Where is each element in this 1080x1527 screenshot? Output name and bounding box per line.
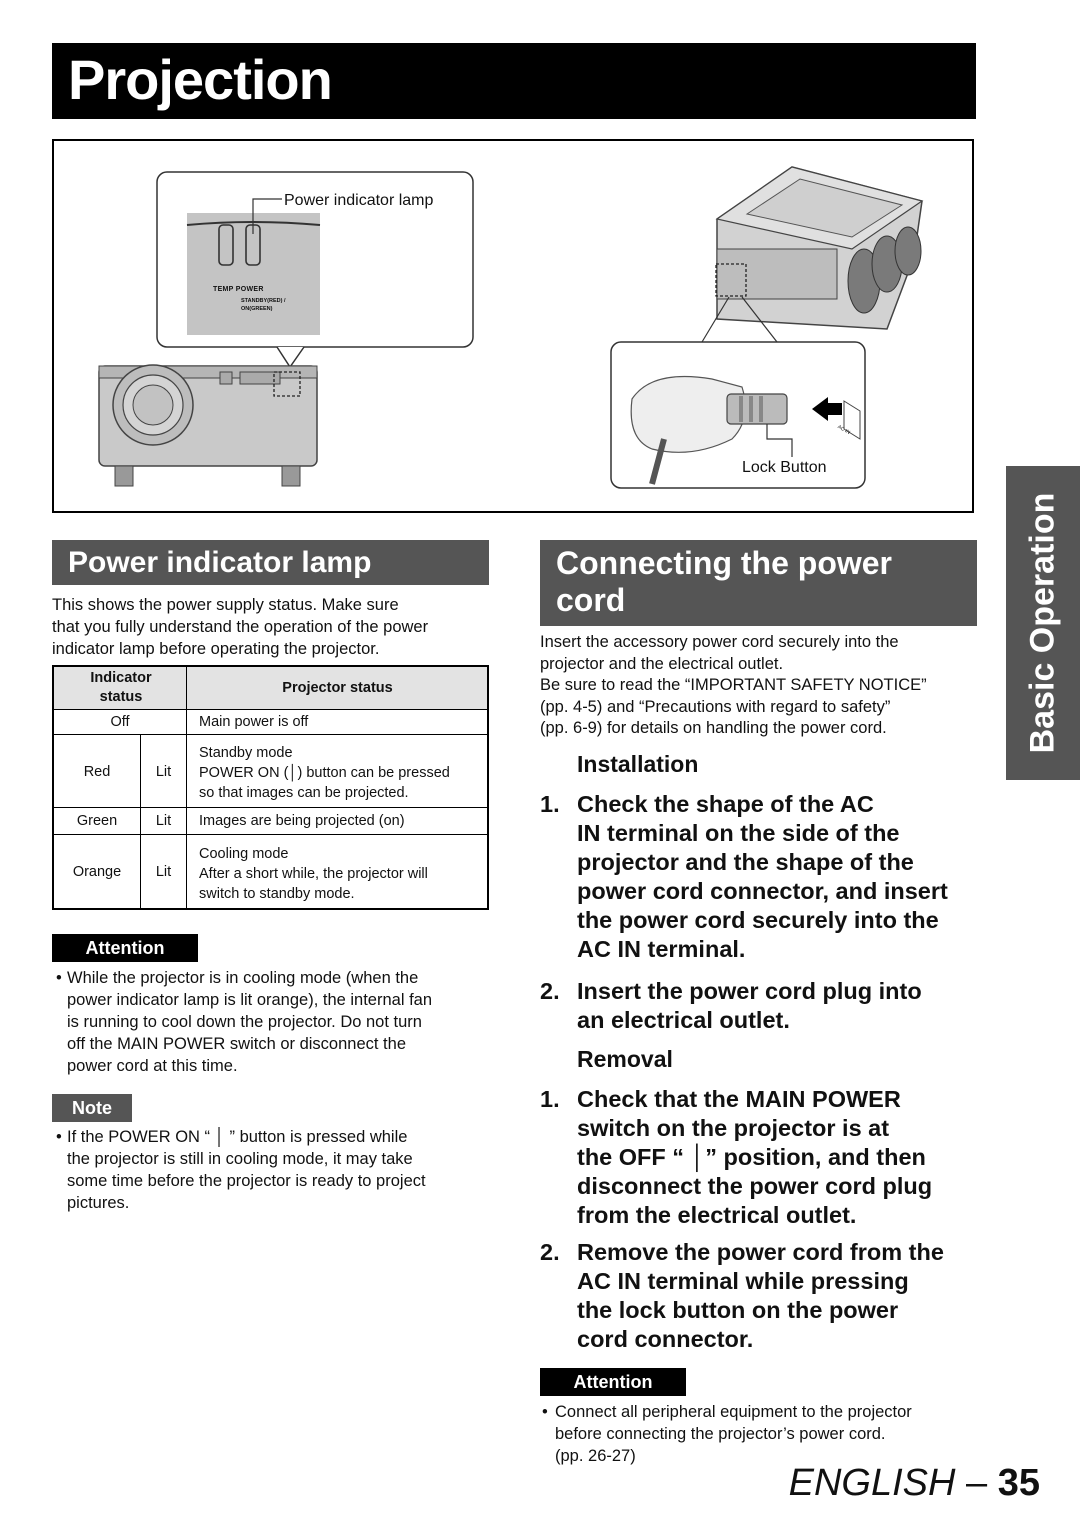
section-heading-power-cord: Connecting the power cord (540, 540, 977, 626)
removal-step-1: 1. Check that the MAIN POWER switch on t… (540, 1086, 933, 1228)
side-tab-label: Basic Operation (1023, 492, 1062, 754)
panel-standby-label: STANDBY(RED) / (241, 298, 286, 304)
note-label: Note (52, 1094, 132, 1122)
lock-button-callout-label: Lock Button (742, 459, 827, 476)
projector-side-icon (715, 166, 924, 330)
power-cord-intro: Insert the accessory power cord securely… (540, 633, 927, 737)
header-indicator-status: Indicator status (90, 670, 152, 705)
attention-text-left: • While the projector is in cooling mode… (56, 969, 433, 1075)
figure-frame (52, 139, 974, 513)
table-row-orange-status: Cooling mode After a short while, the pr… (199, 846, 428, 902)
header-projector-status: Projector status (282, 680, 393, 696)
table-row-red-color: Red (83, 764, 111, 780)
status-table: Indicator status Projector status Off Ma… (52, 665, 489, 910)
attention-label-right: Attention (540, 1368, 686, 1396)
section-heading-power-lamp: Power indicator lamp (52, 540, 489, 585)
panel-temp-label: TEMP (213, 286, 234, 293)
temp-lamp-icon (218, 224, 234, 266)
power-plug-icon (726, 393, 788, 425)
section-heading-power-lamp-text: Power indicator lamp (68, 546, 372, 579)
install-step-1: 1. Check the shape of the AC IN terminal… (540, 791, 948, 962)
page-title: Projection (68, 48, 333, 111)
page-footer: ENGLISH – 35 (789, 1462, 1040, 1505)
table-row-orange-color: Orange (72, 864, 122, 880)
table-row-green-color: Green (76, 813, 118, 829)
removal-heading: Removal (577, 1046, 673, 1072)
installation-heading: Installation (577, 751, 699, 777)
side-tab-basic-operation: Basic Operation (1006, 466, 1080, 780)
attention-label-left: Attention (52, 934, 198, 962)
status-table-header (54, 667, 487, 710)
section-heading-power-cord-line2: cord (556, 582, 626, 618)
ac-socket-icon (843, 400, 861, 440)
power-lamp-intro: This shows the power supply status. Make… (52, 596, 429, 658)
table-row-red-status: Standby mode POWER ON (│) button can be … (199, 745, 450, 801)
projector-illustration (98, 166, 924, 489)
table-row-off-color: Off (110, 714, 130, 730)
footer-language: ENGLISH (788, 1462, 956, 1504)
install-step-2: 2. Insert the power cord plug into an el… (540, 978, 922, 1033)
table-row-green-state: Lit (155, 813, 172, 829)
power-lamp-callout-label: Power indicator lamp (284, 192, 434, 209)
hand-icon (630, 376, 746, 453)
panel-power-label: POWER (235, 286, 264, 293)
table-row-orange-state: Lit (155, 864, 172, 880)
attention-text-right: • Connect all peripheral equipment to th… (542, 1403, 912, 1465)
section-heading-power-cord-line1: Connecting the power (556, 545, 892, 581)
footer-dash: – (966, 1462, 988, 1504)
page-title-bar: Projection (52, 43, 976, 119)
panel-on-label: ON(GREEN) (241, 306, 273, 312)
table-row-green-status: Images are being projected (on) (199, 813, 405, 829)
table-row-off-status: Main power is off (199, 714, 309, 730)
note-text: • If the POWER ON “ │ ” button is presse… (56, 1128, 426, 1212)
removal-step-2: 2. Remove the power cord from the AC IN … (540, 1239, 944, 1352)
insert-arrow-icon (812, 397, 842, 421)
table-row-red-state: Lit (155, 764, 172, 780)
page-number: 35 (997, 1462, 1040, 1504)
